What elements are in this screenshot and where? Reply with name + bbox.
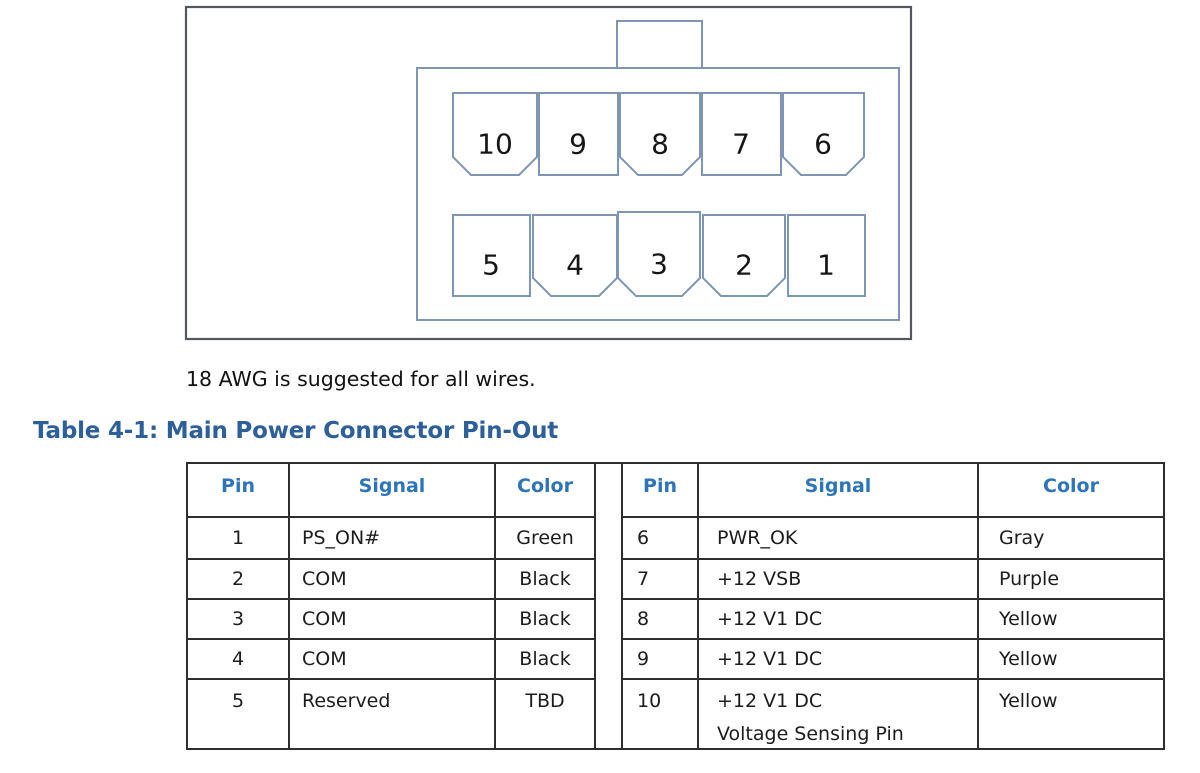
table-caption: Table 4-1: Main Power Connector Pin-Out xyxy=(33,418,559,444)
awg-note: 18 AWG is suggested for all wires. xyxy=(186,367,536,391)
header-row: Pin Signal Color xyxy=(186,462,596,518)
pin-label: 10 xyxy=(477,128,513,161)
signal-line-2: Voltage Sensing Pin xyxy=(717,723,904,745)
table-gap-column xyxy=(596,462,621,750)
table-row: 1 PS_ON# Green xyxy=(186,516,596,560)
table-row: 10 +12 V1 DC Voltage Sensing Pin Yellow xyxy=(621,678,1165,750)
pin-cell: 9 xyxy=(621,638,699,680)
pinout-table-left: Pin Signal Color 1 PS_ON# Green 2 COM Bl… xyxy=(186,462,596,750)
header-row: Pin Signal Color xyxy=(621,462,1165,518)
signal-cell: PS_ON# xyxy=(288,516,496,560)
pin-cavity-2 xyxy=(702,214,786,297)
pin-cavity-5 xyxy=(452,214,531,297)
pin-label: 3 xyxy=(650,248,668,281)
pin-label: 5 xyxy=(482,249,500,282)
col-header-signal: Signal xyxy=(697,462,979,518)
pin-cell: 8 xyxy=(621,598,699,640)
signal-cell: COM xyxy=(288,638,496,680)
pin-cavity-3 xyxy=(617,211,701,297)
pin-cavity-6 xyxy=(782,92,865,176)
table-row: 8 +12 V1 DC Yellow xyxy=(621,598,1165,640)
pin-cavity-1 xyxy=(787,214,866,297)
table-row: 4 COM Black xyxy=(186,638,596,680)
col-header-pin: Pin xyxy=(621,462,699,518)
pin-label: 7 xyxy=(732,128,750,161)
signal-cell: +12 V1 DC xyxy=(697,598,979,640)
pin-cavity-9 xyxy=(538,92,619,176)
pin-label: 2 xyxy=(735,249,753,282)
pinout-table: Pin Signal Color 1 PS_ON# Green 2 COM Bl… xyxy=(186,462,1165,750)
col-header-color: Color xyxy=(977,462,1165,518)
pin-cavity-7 xyxy=(701,92,782,176)
col-header-color: Color xyxy=(494,462,596,518)
signal-cell: PWR_OK xyxy=(697,516,979,560)
signal-cell: +12 VSB xyxy=(697,558,979,600)
table-row: 5 Reserved TBD xyxy=(186,678,596,750)
table-row: 6 PWR_OK Gray xyxy=(621,516,1165,560)
color-cell: Black xyxy=(494,598,596,640)
pin-cell: 3 xyxy=(186,598,290,640)
pin-cavity-8 xyxy=(619,92,701,176)
signal-cell: COM xyxy=(288,558,496,600)
signal-cell: +12 V1 DC xyxy=(697,638,979,680)
color-cell: Yellow xyxy=(977,678,1165,750)
color-cell: Black xyxy=(494,558,596,600)
col-header-pin: Pin xyxy=(186,462,290,518)
col-header-signal: Signal xyxy=(288,462,496,518)
pin-label: 9 xyxy=(569,128,587,161)
pin-label: 8 xyxy=(651,128,669,161)
color-cell: Yellow xyxy=(977,638,1165,680)
color-cell: TBD xyxy=(494,678,596,750)
pin-cell: 6 xyxy=(621,516,699,560)
table-row: 2 COM Black xyxy=(186,558,596,600)
pin-cell: 1 xyxy=(186,516,290,560)
pin-cell: 4 xyxy=(186,638,290,680)
pin-cavity-10 xyxy=(452,92,538,176)
signal-cell: Reserved xyxy=(288,678,496,750)
signal-cell: +12 V1 DC Voltage Sensing Pin xyxy=(697,678,979,750)
table-row: 7 +12 VSB Purple xyxy=(621,558,1165,600)
color-cell: Purple xyxy=(977,558,1165,600)
pin-label: 6 xyxy=(814,128,832,161)
color-cell: Green xyxy=(494,516,596,560)
table-row: 3 COM Black xyxy=(186,598,596,640)
pin-cell: 5 xyxy=(186,678,290,750)
pin-cell: 10 xyxy=(621,678,699,750)
pin-cell: 2 xyxy=(186,558,290,600)
pin-label: 4 xyxy=(566,249,584,282)
table-row: 9 +12 V1 DC Yellow xyxy=(621,638,1165,680)
color-cell: Yellow xyxy=(977,598,1165,640)
pin-cell: 7 xyxy=(621,558,699,600)
color-cell: Gray xyxy=(977,516,1165,560)
signal-line-1: +12 V1 DC xyxy=(717,690,823,712)
connector-diagram: 10 9 8 7 6 5 4 3 2 1 xyxy=(184,5,913,341)
connector-latch-tab xyxy=(616,20,703,69)
pin-label: 1 xyxy=(817,249,835,282)
pinout-table-right: Pin Signal Color 6 PWR_OK Gray 7 +12 VSB… xyxy=(621,462,1165,750)
color-cell: Black xyxy=(494,638,596,680)
signal-cell: COM xyxy=(288,598,496,640)
